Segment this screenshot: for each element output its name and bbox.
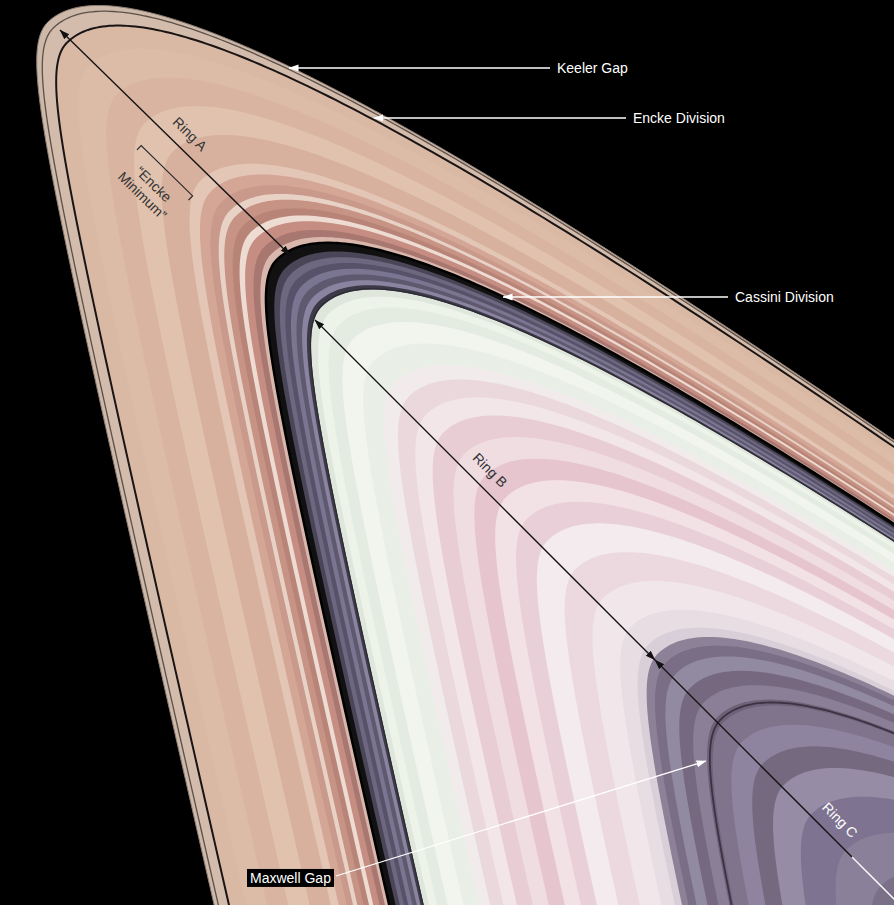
gap-line (56, 26, 894, 905)
maxwell-leader (336, 761, 706, 876)
leader-arrow (289, 67, 550, 68)
gap-line (266, 243, 894, 905)
leader-arrow (374, 117, 626, 118)
ring-c-extent-arrow (655, 660, 852, 857)
region-label: “Encke Minimum” (108, 151, 188, 230)
ring-label: Ring B (469, 449, 510, 490)
ring-label: Ring A (170, 114, 211, 154)
division-label: Cassini Division (735, 289, 834, 305)
ring-bands (37, 5, 894, 905)
division-label: Encke Division (633, 110, 725, 126)
gap-line (710, 702, 894, 905)
leader-arrow (503, 296, 728, 297)
gap-label: Maxwell Gap (247, 869, 334, 887)
ring-label: Ring C (819, 799, 861, 841)
ring-c-extent-line (852, 857, 894, 905)
gap-line (42, 11, 894, 905)
gap-line (310, 289, 894, 905)
ring-b-extent-arrow (315, 320, 655, 660)
gap-label: Keeler Gap (557, 60, 628, 76)
leader-lines (289, 68, 728, 297)
ring-gap-lines (42, 11, 894, 905)
ring-a-extent-arrow (60, 30, 290, 255)
